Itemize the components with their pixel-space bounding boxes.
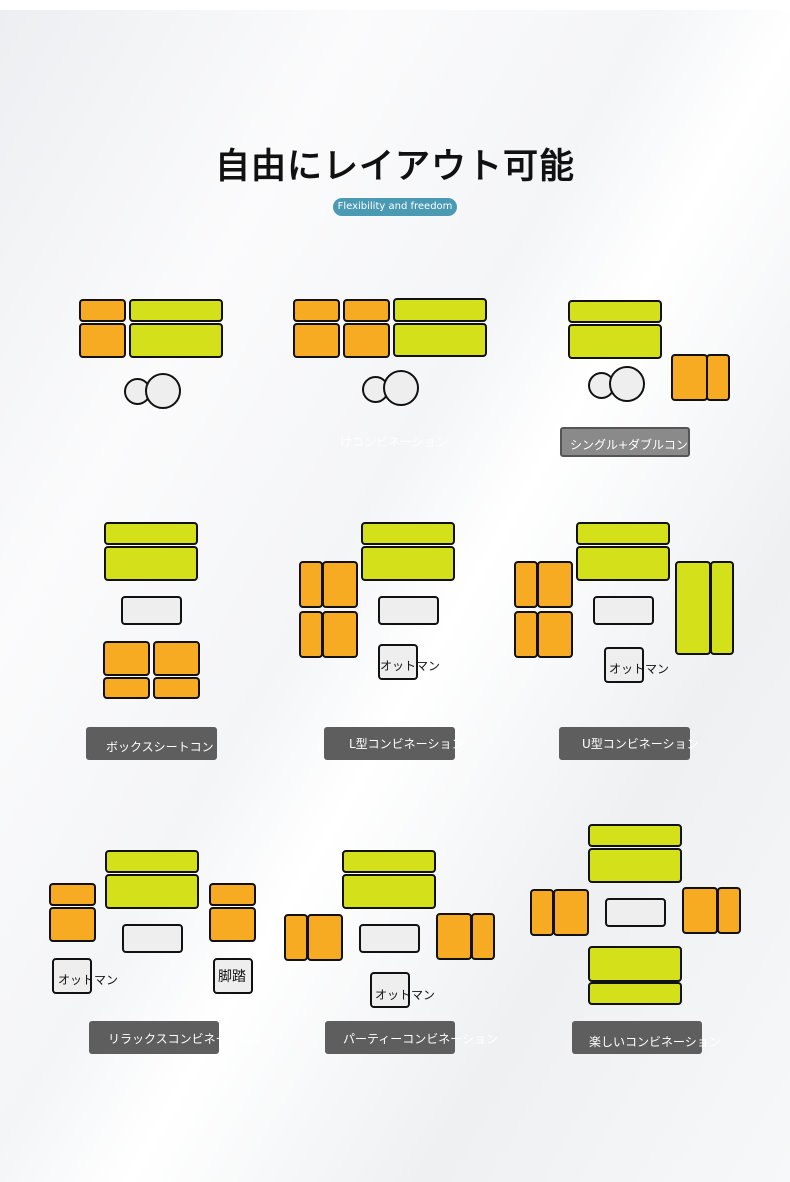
lime-sofa: [361, 546, 455, 581]
top-strip: [0, 0, 790, 10]
coffee-table: [121, 596, 182, 625]
lime-sofa-back: [104, 522, 198, 545]
orange-seat-back: [343, 299, 390, 322]
orange-seat: [537, 611, 573, 658]
orange-seat-back: [79, 299, 126, 322]
lime-sofa-back: [588, 982, 682, 1005]
footrest-label: 脚踏: [218, 969, 246, 985]
layout-label: パーティーコンビネーション: [343, 1032, 499, 1046]
orange-seat: [322, 611, 358, 658]
layout-label: シングル+ダブルコンビ: [570, 438, 690, 452]
lime-sofa: [393, 323, 487, 357]
coffee-table: [122, 924, 183, 953]
orange-seat-back: [103, 677, 150, 699]
lime-sofa-back: [105, 850, 199, 873]
layout-label-box: [324, 727, 455, 760]
footrest: [213, 958, 253, 994]
coffee-table: [378, 596, 439, 625]
round-table: [145, 373, 181, 409]
lime-sofa-back: [129, 299, 223, 322]
layout-label: U型コンビネーション: [582, 737, 699, 751]
orange-seat-back: [471, 913, 495, 960]
orange-seat: [553, 889, 589, 936]
lime-sofa-back: [393, 298, 487, 322]
orange-seat: [307, 914, 343, 961]
orange-seat-back: [514, 611, 538, 658]
layout-label-box: シングル+ダブルコンビ: [560, 427, 690, 457]
ottoman-label: オットマン: [58, 973, 119, 987]
coffee-table: [605, 898, 666, 927]
page-title: 自由にレイアウト可能: [214, 147, 575, 187]
layout-label-box: ボックスシートコン: [86, 727, 217, 760]
lime-sofa: [129, 323, 223, 358]
lime-sofa-back: [342, 850, 436, 873]
ottoman: [378, 644, 418, 680]
orange-seat-back: [299, 561, 323, 608]
layout-label: けコンビネーション: [340, 435, 448, 449]
orange-seat: [343, 323, 390, 358]
lime-sofa-back: [568, 300, 662, 323]
orange-seat: [153, 641, 200, 676]
orange-seat-back: [153, 677, 200, 699]
layout-label: リラックスコンビネーション: [108, 1032, 264, 1046]
layout-label-box: [325, 1021, 455, 1054]
lime-sofa: [588, 946, 682, 982]
layout-label: 楽しいコンビネーション: [589, 1035, 721, 1049]
lime-sofa-back: [576, 522, 670, 545]
lime-sofa: [675, 561, 711, 655]
ottoman-label: オットマン: [380, 659, 441, 673]
orange-seat-back: [706, 354, 730, 401]
lime-sofa: [104, 546, 198, 581]
lime-sofa: [105, 874, 199, 909]
orange-seat: [103, 641, 150, 676]
layout-label-box: [559, 727, 690, 760]
orange-seat: [293, 323, 340, 358]
layout-label: L型コンビネーション: [349, 737, 464, 751]
coffee-table: [593, 596, 654, 625]
orange-seat: [682, 887, 718, 934]
orange-seat: [49, 907, 96, 942]
coffee-table: [359, 924, 420, 953]
orange-seat: [671, 354, 708, 401]
subtitle-badge: Flexibility and freedom: [333, 198, 457, 216]
orange-seat-back: [209, 883, 256, 906]
ottoman: [370, 972, 410, 1008]
layout-label-box: [89, 1021, 219, 1054]
layout-label-box: [572, 1021, 702, 1054]
lime-sofa: [568, 324, 662, 359]
layout-label: ボックスシートコン: [106, 740, 214, 754]
orange-seat-back: [49, 883, 96, 906]
orange-seat-back: [514, 561, 538, 608]
orange-seat-back: [293, 299, 340, 322]
ottoman: [52, 958, 92, 994]
lime-sofa: [576, 546, 670, 581]
orange-seat: [436, 913, 472, 960]
round-table: [383, 370, 419, 406]
orange-seat-back: [299, 611, 323, 658]
ottoman: [604, 647, 644, 683]
lime-sofa-back: [588, 824, 682, 847]
ottoman-label: オットマン: [375, 988, 436, 1002]
lime-sofa-back: [710, 561, 734, 655]
orange-seat: [322, 561, 358, 608]
orange-seat: [537, 561, 573, 608]
lime-sofa: [342, 874, 436, 909]
round-table: [609, 366, 645, 402]
orange-seat: [79, 323, 126, 358]
orange-seat: [209, 907, 256, 942]
orange-seat-back: [530, 889, 554, 936]
lime-sofa-back: [361, 522, 455, 545]
orange-seat-back: [284, 914, 308, 961]
ottoman-label: オットマン: [609, 662, 670, 676]
lime-sofa: [588, 848, 682, 883]
orange-seat-back: [717, 887, 741, 934]
